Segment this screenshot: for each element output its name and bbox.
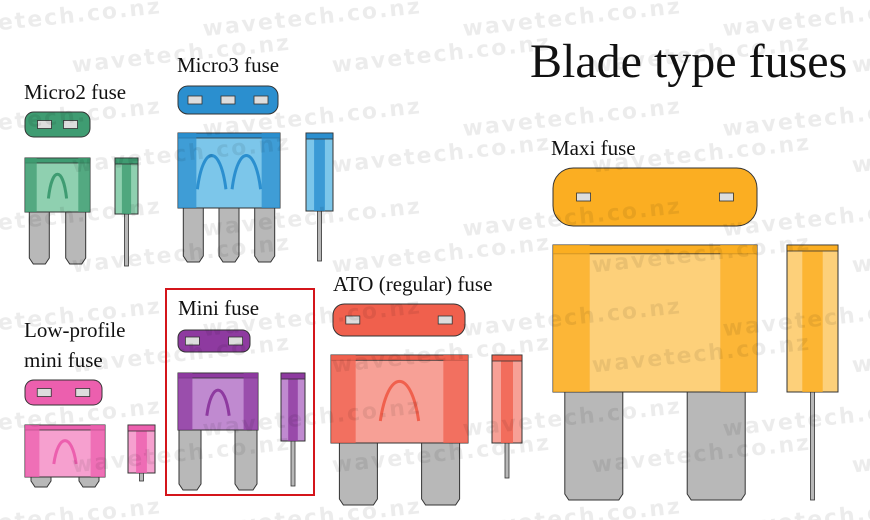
fuse-top-view (177, 85, 279, 115)
watermark-text: wavetech.co.nz (851, 431, 870, 479)
fuse-element-link (46, 173, 69, 199)
fuse-slot (187, 95, 203, 105)
watermark-text: wavetech.co.nz (0, 494, 163, 520)
fuse-front-view (177, 372, 259, 491)
fuse-side-cap (127, 424, 156, 432)
fuse-side-cap (491, 354, 523, 362)
fuse-housing-side (78, 158, 90, 212)
fuse-side-view (280, 372, 306, 487)
fuse-housing-side (25, 158, 37, 212)
fuse-slot (345, 315, 361, 325)
fuse-front-view (24, 157, 91, 265)
fuse-slot (184, 336, 200, 346)
fuse-front-view (330, 354, 469, 506)
watermark-text: wavetech.co.nz (331, 31, 552, 79)
ato-label: ATO (regular) fuse (333, 272, 493, 296)
low-profile-label-line1: Low-profile (24, 318, 126, 342)
fuse-slot (228, 336, 244, 346)
watermark-text: wavetech.co.nz (461, 94, 682, 142)
fuse-front-view (177, 132, 281, 263)
fuse-side-cap (786, 244, 839, 252)
watermark-text: wavetech.co.nz (851, 131, 870, 179)
fuse-side-view (114, 157, 139, 267)
diagram-title: Blade type fuses (530, 35, 848, 88)
fuse-housing-side (331, 355, 356, 443)
fuse-housing-side (90, 425, 105, 477)
fuse-side-rib (501, 355, 513, 443)
fuse-top-view (24, 111, 91, 138)
fuse-top-view (552, 167, 758, 227)
fuse-side-cap (305, 132, 334, 140)
watermark-text: wavetech.co.nz (71, 231, 292, 279)
fuse-slot (63, 120, 78, 129)
low-profile-label-line2: mini fuse (24, 348, 103, 372)
fuse-blade-terminal (30, 476, 52, 488)
fuse-side-rib (802, 245, 823, 392)
watermark-text: wavetech.co.nz (851, 231, 870, 279)
fuse-element-link (378, 379, 421, 422)
fuse-housing-side (178, 133, 197, 208)
fuse-slot (437, 315, 453, 325)
fuse-side-view (127, 424, 156, 482)
fuse-side-cap (114, 157, 139, 165)
mini-fuse-highlight-box (165, 288, 315, 496)
fuse-side-rib (314, 133, 325, 211)
fuse-element-link (205, 388, 231, 416)
fuse-blade-edge (139, 472, 144, 482)
fuse-housing-side (443, 355, 468, 443)
fuse-element-link (230, 154, 263, 190)
fuse-top-body (177, 329, 251, 353)
watermark-text: wavetech.co.nz (201, 494, 422, 520)
fuse-slot (75, 388, 91, 397)
fuse-top-body (24, 111, 91, 138)
fuse-housing-side (261, 133, 280, 208)
fuse-side-cap (280, 372, 306, 380)
fuse-side-view (786, 244, 839, 501)
micro3-label: Micro3 fuse (177, 53, 280, 77)
fuse-top-view (24, 379, 103, 406)
fuse-front-view (24, 424, 106, 488)
fuse-slot (576, 192, 591, 202)
fuse-top-view (332, 303, 466, 337)
fuse-housing-side (720, 245, 757, 392)
fuse-slot (719, 192, 734, 202)
watermark-text: wavetech.co.nz (0, 0, 163, 42)
fuse-element-link (195, 154, 228, 190)
fuse-housing-side (243, 373, 258, 430)
fuse-blade-terminal (78, 476, 100, 488)
micro2-label: Micro2 fuse (24, 80, 127, 104)
fuse-housing-side (25, 425, 40, 477)
mini-label: Mini fuse (178, 296, 260, 320)
fuse-top-body (552, 167, 758, 227)
fuse-slot (253, 95, 269, 105)
maxi-label: Maxi fuse (551, 136, 636, 160)
fuse-top-body (332, 303, 466, 337)
watermark-text: wavetech.co.nz (331, 131, 552, 179)
fuse-side-view (491, 354, 523, 479)
fuse-top-view (177, 329, 251, 353)
fuse-side-rib (288, 373, 298, 441)
fuse-side-view (305, 132, 334, 262)
fuse-slot (220, 95, 236, 105)
fuse-slot (36, 388, 52, 397)
watermark-text: wavetech.co.nz (721, 494, 870, 520)
fuse-element-link (52, 439, 78, 465)
fuse-side-rib (136, 425, 147, 473)
watermark-text: wavetech.co.nz (851, 31, 870, 79)
watermark-text: wavetech.co.nz (851, 331, 870, 379)
fuse-housing-side (178, 373, 193, 430)
fuse-housing-side (553, 245, 590, 392)
fuse-front-view (552, 244, 758, 501)
fuse-slot (37, 120, 52, 129)
fuse-top-body (24, 379, 103, 406)
fuse-side-rib (121, 158, 132, 214)
